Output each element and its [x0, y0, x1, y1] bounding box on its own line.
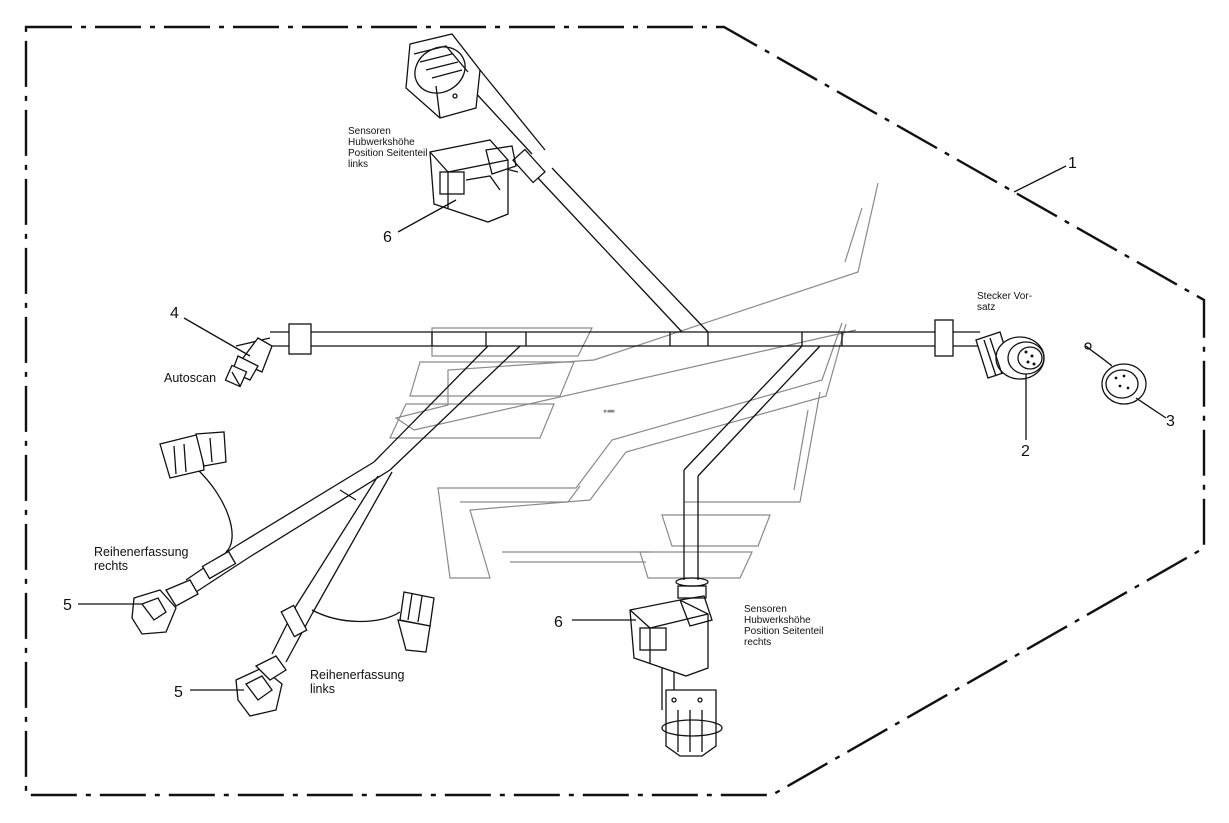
label-row-left: Reihenerfassung links: [310, 668, 408, 696]
autoscan-sensor: [224, 337, 273, 388]
branch-lower-left: [185, 337, 521, 663]
label-sensor-right: Sensoren Hubwerkshöhe Position Seitentei…: [744, 604, 826, 648]
bottom-connector: [661, 689, 723, 757]
callout-6-upper: 6: [383, 229, 392, 246]
branch-upper: [459, 69, 709, 333]
callout-1: 1: [1068, 155, 1077, 172]
callout-4: 4: [170, 305, 179, 322]
row-sensor-right: [131, 431, 227, 635]
label-sensor-left: Sensoren Hubwerkshöhe Position Seitentei…: [348, 126, 430, 170]
row-sensor-left: [235, 591, 435, 717]
main-plug-connector: [975, 331, 1045, 380]
svg-text:▫ ▫▫▫: ▫ ▫▫▫: [604, 409, 614, 415]
sensor-connector-left: [429, 139, 517, 223]
callout-5-right: 5: [63, 597, 72, 614]
callout-2: 2: [1021, 443, 1030, 460]
leader-lines: [78, 165, 1167, 691]
callout-3: 3: [1166, 413, 1175, 430]
callout-6-lower: 6: [554, 614, 563, 631]
protective-cap: [1084, 342, 1147, 405]
sensor-connector-right: [629, 595, 713, 710]
callout-5-left: 5: [174, 684, 183, 701]
label-plug: Stecker Vor- satz: [977, 291, 1035, 313]
watermark-logo: ▫ ▫▫▫: [389, 182, 879, 579]
top-connector: [405, 33, 481, 119]
branch-lower-right: [675, 345, 821, 599]
assembly-boundary: [24, 25, 1206, 797]
harness-trunk: [270, 319, 980, 357]
label-autoscan: Autoscan: [164, 371, 216, 385]
label-row-right: Reihenerfassung rechts: [94, 545, 192, 573]
